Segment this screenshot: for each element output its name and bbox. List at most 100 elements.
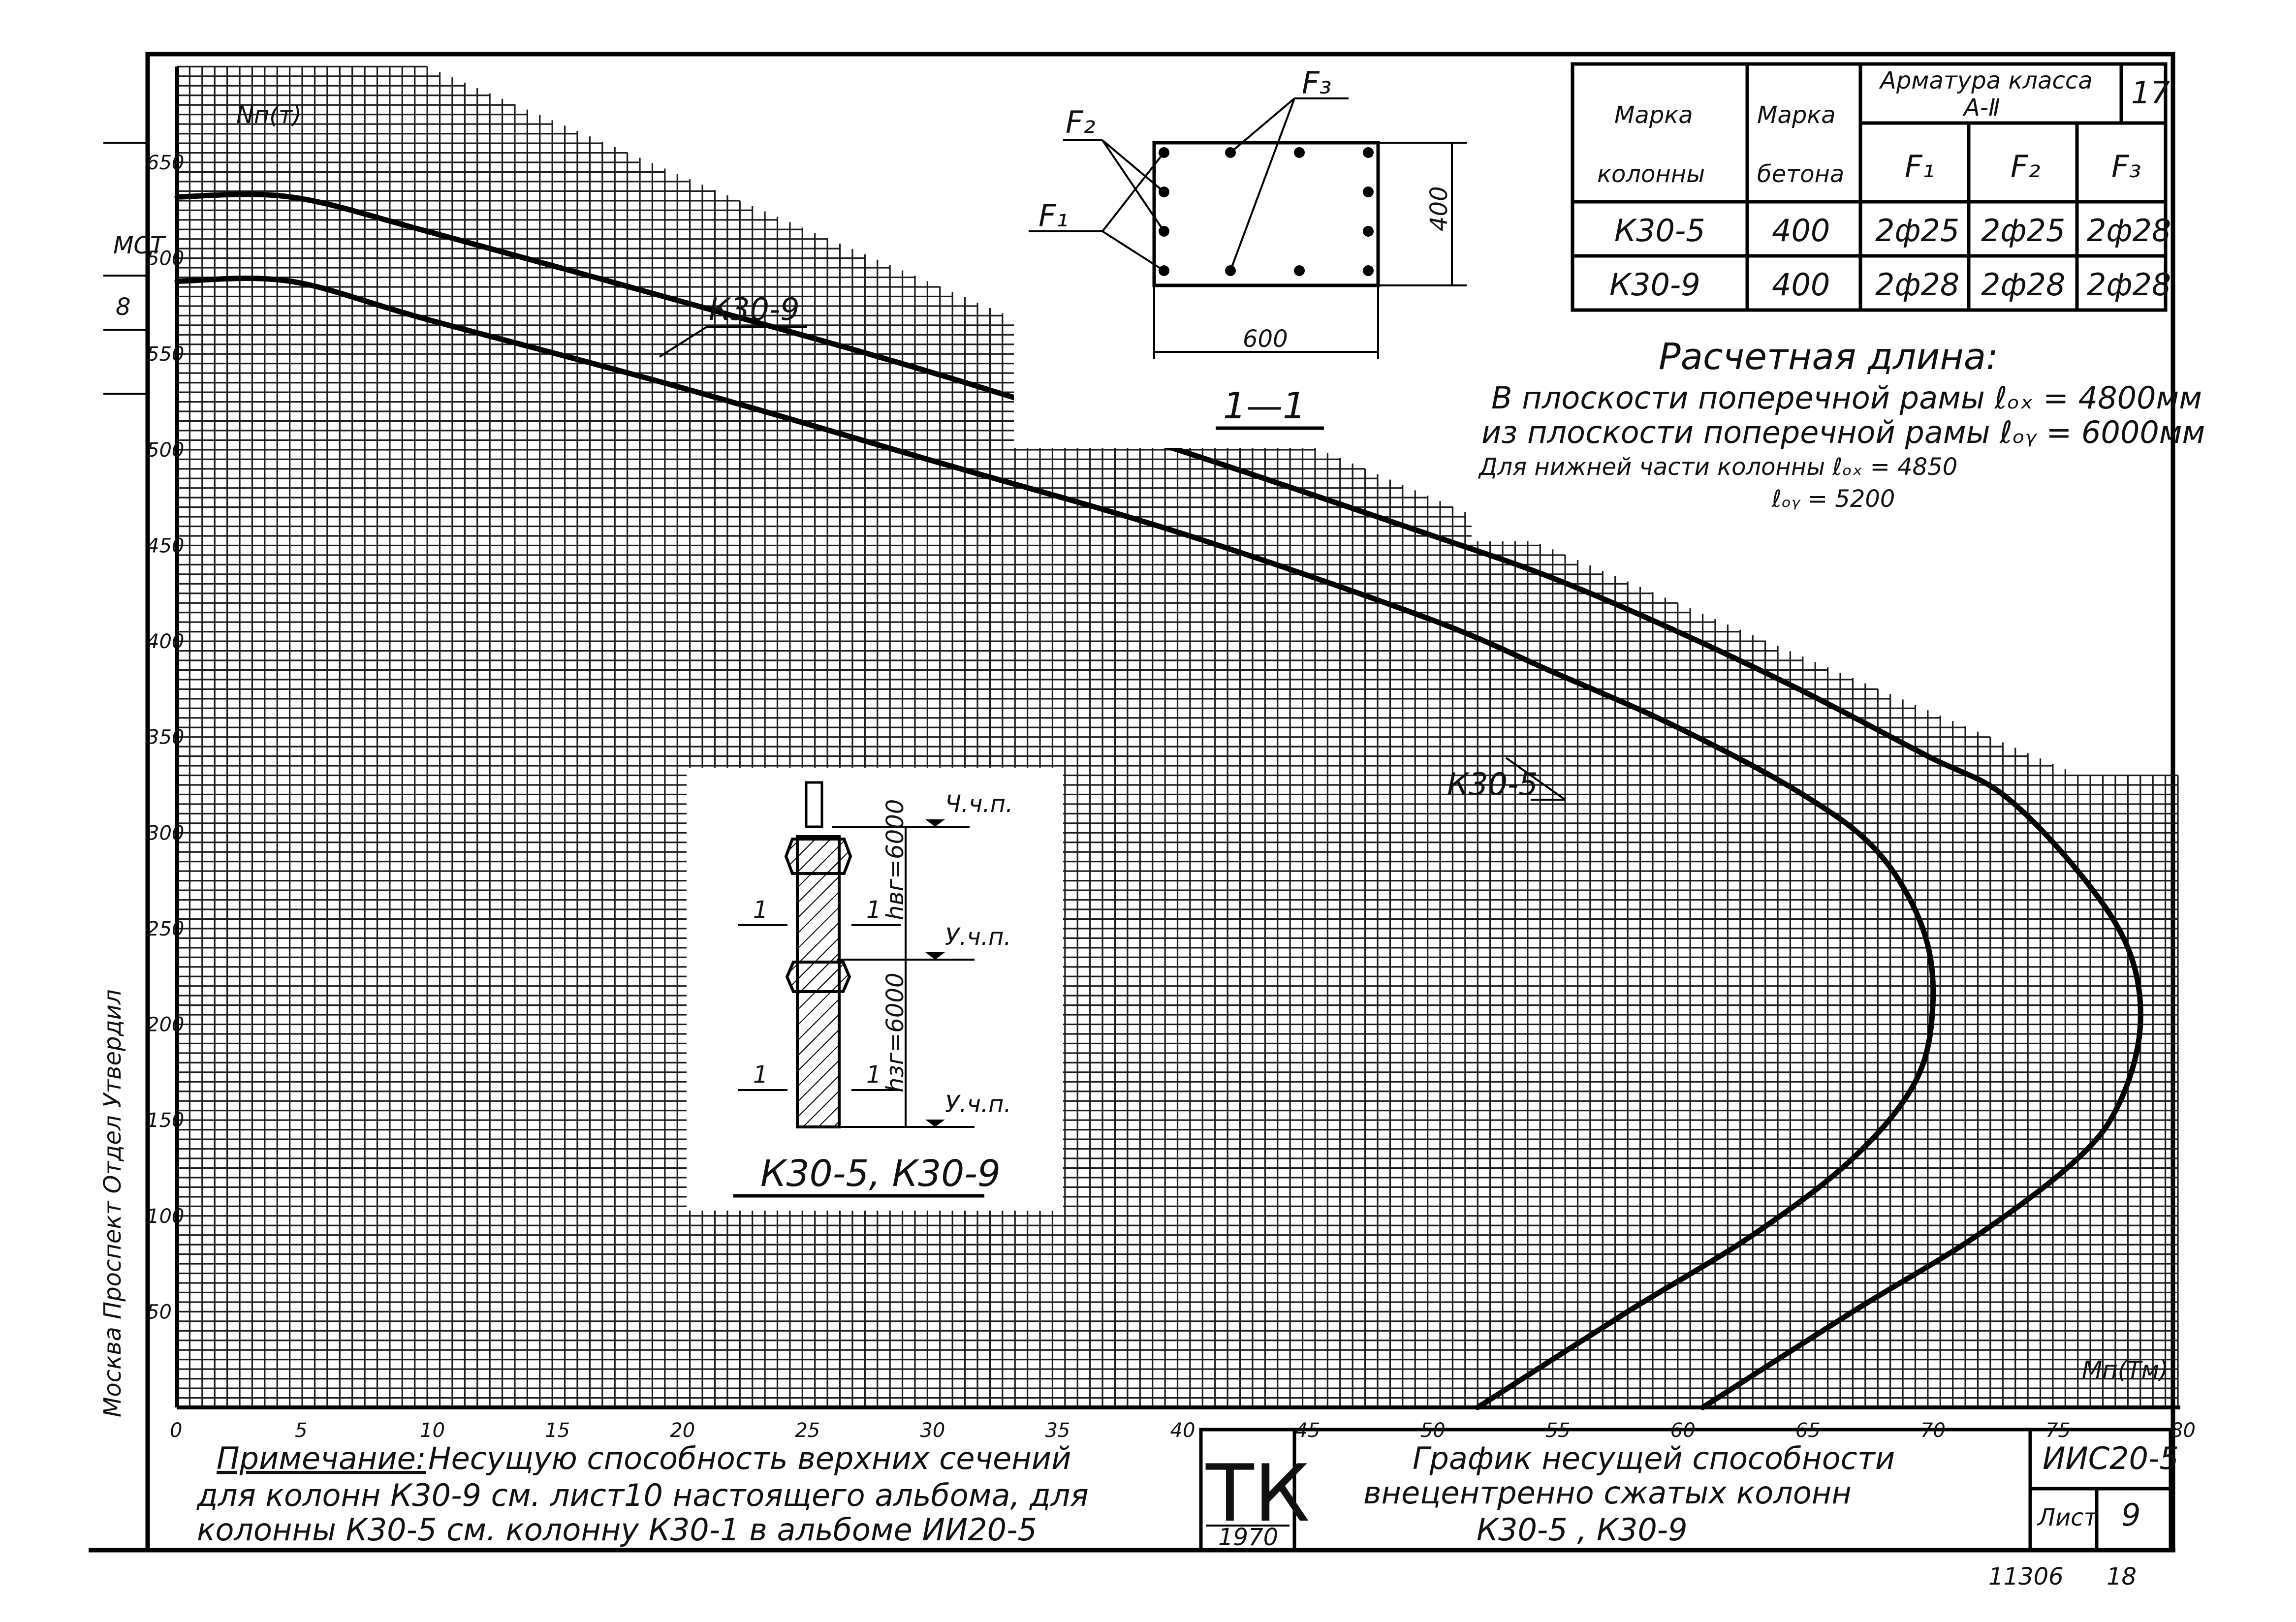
x-tick-label: 25 [795, 1419, 820, 1442]
y-tick-label: 400 [147, 630, 184, 653]
page-number: 18 [2107, 1563, 2137, 1591]
note-line1: Несущую способность верхних сечений [428, 1440, 1071, 1476]
y-tick-label: 150 [147, 1109, 184, 1132]
dim-lower: hзг=6000 [881, 972, 909, 1092]
y-tick-label: 100 [147, 1205, 184, 1228]
svg-text:2ф28: 2ф28 [1981, 267, 2065, 303]
svg-text:2ф25: 2ф25 [1981, 213, 2065, 249]
x-tick-label: 15 [545, 1419, 570, 1442]
svg-text:К30-9: К30-9 [1609, 267, 1700, 303]
section-mark: 1 [753, 896, 768, 924]
table-head-concrete-2: бетона [1757, 160, 1844, 188]
y-axis-tick-labels: 50 100 150 200 250 300 350 400 450 500 550 500 650 [147, 152, 184, 1323]
design-length-title: Расчетная длина: [1659, 336, 1998, 378]
level-mark-top: Ч.ч.п. [945, 790, 1013, 818]
y-tick-label: 500 [147, 439, 184, 462]
design-length-note: Расчетная длина: В плоскости поперечной … [1472, 330, 2205, 541]
note-line3: колонны К30-5 см. колонну К30-1 в альбом… [197, 1512, 1037, 1548]
svg-text:2ф25: 2ф25 [1875, 213, 1959, 249]
design-length-line4: ℓₒᵧ = 5200 [1771, 485, 1895, 513]
x-tick-label: 35 [1045, 1419, 1070, 1442]
x-tick-label: 30 [920, 1419, 945, 1442]
x-axis-label: Mп(Тм) [2082, 1356, 2169, 1384]
curve-label-k30-9: К30-9 [659, 291, 807, 358]
section-mark: 1 [866, 896, 881, 924]
table-head-mark-1: Марка [1614, 101, 1693, 129]
sheet-label: Лист [2037, 1504, 2099, 1531]
section-width-dim: 600 [1243, 325, 1288, 353]
table-sub-f2: F₂ [2011, 149, 2041, 185]
table-head-rebar-1: Арматура класса [1879, 67, 2093, 94]
margin-stamp-b: 8 [116, 293, 131, 321]
y-tick-label: 200 [147, 1014, 184, 1036]
svg-text:2ф28: 2ф28 [2087, 267, 2171, 303]
svg-text:400: 400 [1772, 267, 1830, 303]
title-year: 1970 [1218, 1524, 1278, 1551]
note-label: Примечание: [217, 1440, 426, 1476]
svg-text:2ф28: 2ф28 [2087, 213, 2171, 249]
x-tick-label: 10 [420, 1419, 445, 1442]
y-tick-label: 250 [147, 918, 184, 940]
margin-vertical-text: Москва Проспект Отдел Утвердил [99, 989, 126, 1417]
margin-stamp-a: МСТ [113, 232, 166, 259]
chart-axes [175, 66, 2180, 1409]
y-tick-label: 450 [147, 534, 184, 557]
table-row: К30-5 400 2ф25 2ф25 2ф28 [1614, 213, 2171, 249]
title-line1: График несущей способности [1413, 1440, 1895, 1476]
x-tick-label: 0 [170, 1419, 182, 1442]
table-sub-f1: F₁ [1905, 149, 1935, 185]
y-tick-label: 550 [147, 343, 184, 366]
y-tick-label: 650 [147, 152, 184, 174]
series-code: ИИС20-5 [2043, 1440, 2179, 1476]
section-mark: 1 [753, 1061, 768, 1089]
curve-к30-9 [174, 191, 2143, 1410]
x-tick-label: 80 [2170, 1419, 2196, 1442]
chart-curves [174, 191, 2143, 1410]
section-mark: 1 [866, 1061, 881, 1089]
dim-upper: hвг=6000 [881, 799, 909, 920]
f2-label: F₂ [1066, 104, 1096, 140]
f3-label: F₃ [1302, 65, 1332, 101]
tk-logo: ТК [1205, 1447, 1310, 1539]
curve-label-k30-5: К30-5 [1447, 757, 1566, 802]
y-tick-label: 300 [147, 822, 184, 844]
design-length-line2: из плоскости поперечной рамы ℓₒᵧ = 6000м… [1481, 414, 2205, 450]
table-head-mark-2: колонны [1597, 160, 1705, 188]
table-head-rebar-2: А-Ⅱ [1962, 94, 2000, 122]
svg-text:К30-5: К30-5 [1614, 213, 1705, 249]
title-block: ТК 1970 График несущей способности внеце… [1199, 1428, 2179, 1591]
rebar-table: Марка колонны Марка бетона Арматура клас… [1568, 62, 2171, 312]
x-tick-label: 40 [1170, 1419, 1195, 1442]
level-mark-bottom: У.ч.п. [945, 1091, 1011, 1118]
level-mark-mid: У.ч.п. [945, 923, 1011, 951]
column-sketch-caption: К30-5, К30-9 [760, 1153, 1001, 1195]
title-line3: К30-5 , К30-9 [1477, 1512, 1688, 1548]
curve-к30-5 [174, 276, 1936, 1410]
note: Примечание: Несущую способность верхних … [196, 1440, 1089, 1548]
curve-label-k30-9-text: К30-9 [709, 291, 800, 327]
f1-label: F₁ [1038, 198, 1069, 234]
archive-number: 11306 [1988, 1563, 2064, 1591]
title-line2: внецентренно сжатых колонн [1363, 1475, 1852, 1511]
x-tick-label: 5 [295, 1419, 307, 1442]
note-line2: для колонн К30-9 см. лист10 настоящего а… [196, 1477, 1089, 1513]
y-tick-label: 50 [147, 1301, 172, 1323]
margin-stamp: МСТ 8 Москва Проспект Отдел Утвердил [99, 142, 166, 1417]
table-row: К30-9 400 2ф28 2ф28 2ф28 [1609, 267, 2171, 303]
column-sketch: 1 1 1 1 Ч.ч.п. У.ч.п. У.ч.п. hвг=6000 hз… [687, 768, 1063, 1211]
svg-text:2ф28: 2ф28 [1875, 267, 1959, 303]
table-sheet-no: 17 [2131, 75, 2170, 111]
table-head-concrete-1: Марка [1757, 101, 1836, 129]
y-tick-label: 350 [147, 726, 184, 749]
svg-text:400: 400 [1772, 213, 1830, 249]
sheet-number: 9 [2121, 1497, 2140, 1533]
section-height-dim: 400 [1425, 186, 1453, 231]
y-axis-label: Nп(т) [236, 101, 302, 129]
section-title: 1—1 [1223, 385, 1306, 427]
cross-section-detail: F₂ F₁ F₃ 400 600 1—1 [1014, 65, 1467, 448]
section-outline [1152, 141, 1380, 287]
x-tick-label: 20 [670, 1419, 695, 1442]
y-tick-label: 500 [147, 248, 184, 270]
design-length-line3: Для нижней части колонны ℓₒₓ = 4850 [1478, 453, 1957, 481]
